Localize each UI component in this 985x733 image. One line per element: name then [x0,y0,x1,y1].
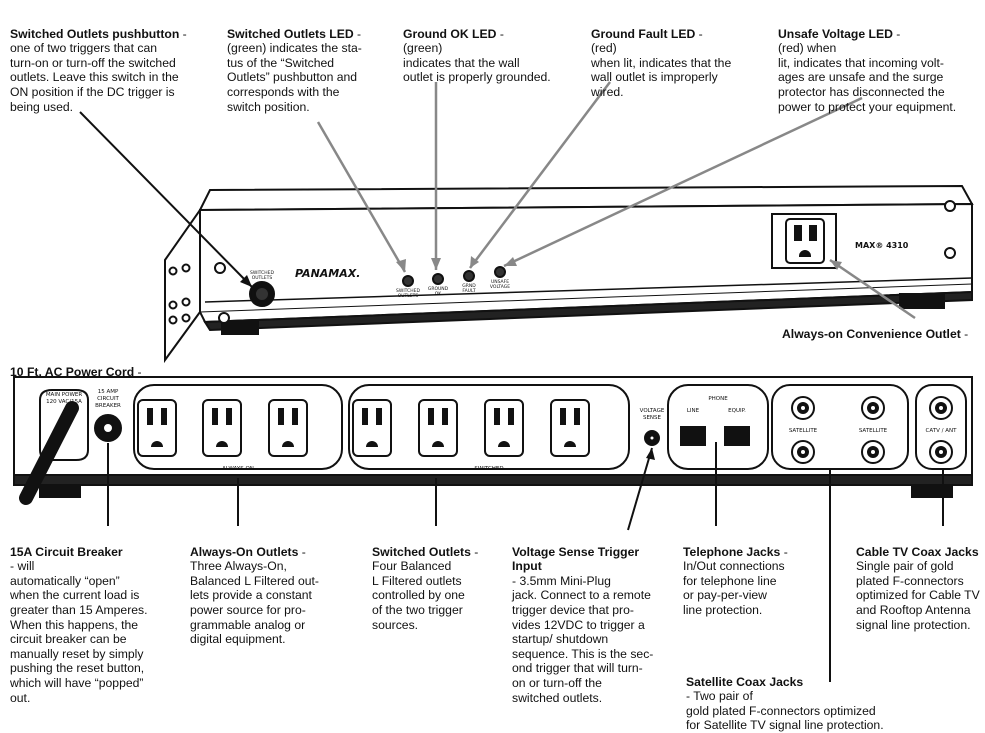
front-brand: PANAMAX. [295,267,360,280]
rear-always-on-label: ALWAYS ON [222,466,254,472]
rear-catv-label: CATV / ANT [926,428,958,434]
coax-jack [791,396,815,420]
front-unit [164,184,974,364]
callout-voltage-sense: Voltage Sense Trigger Input - 3.5mm Mini… [512,530,677,705]
callout-title: Unsafe Voltage LED [778,26,893,41]
callout-switched-outlets: Switched Outlets - Four Balanced L Filte… [372,544,479,632]
front-led-label: SWITCHED [396,288,420,294]
callout-title: Cable TV Coax Jacks [856,544,979,559]
callout-body: - 3.5mm Mini-Plug jack. Connect to a rem… [512,573,654,705]
callout-title: Telephone Jacks [683,544,781,559]
front-button-label: SWITCHED [250,270,274,276]
rear-breaker-line1: 15 AMP [98,389,119,395]
coax-jack [861,440,885,464]
outlet [352,399,392,457]
callout-title: 15A Circuit Breaker [10,544,123,559]
callout-body: (green) indicates the sta- tus of the “S… [227,41,362,114]
rear-breaker-line2: CIRCUIT [97,396,119,402]
callout-title: Ground Fault LED [591,26,696,41]
pointer-lines [316,81,916,320]
callout-telephone: Telephone Jacks - In/Out connections for… [683,544,788,617]
coax-jack [861,396,885,420]
callout-power-cord: 10 Ft. AC Power Cord - [10,364,142,379]
outlet [137,399,177,457]
rear-line-label: LINE [687,408,700,414]
callout-title: Switched Outlets [372,544,471,559]
callout-ground-ok: Ground OK LED - (green) indicates that t… [403,26,551,85]
rear-breaker-line3: BREAKER [95,403,121,409]
callout-unsafe-voltage: Unsafe Voltage LED - (red) when lit, ind… [778,26,957,114]
callout-body: Four Balanced L Filtered outlets control… [372,559,465,632]
callout-body: (red) when lit, indicates that incoming … [778,41,957,114]
front-led-label: OUTLETS [398,293,419,299]
rear-outlets [137,399,590,457]
rear-voltage-sense-line2: SENSE [643,415,662,421]
callout-title: Always-On Outlets [190,544,299,559]
callout-satellite: Satellite Coax Jacks - Two pair of gold … [686,660,983,733]
rear-main-power-line2: 120 VAC/15A [46,399,82,405]
front-led-label: GRND [462,283,476,289]
callout-circuit-breaker: 15A Circuit Breaker - will automatically… [10,530,180,705]
callout-switched-pushbutton: Switched Outlets pushbutton - one of two… [10,26,187,114]
callout-body: Three Always-On, Balanced L Filtered out… [190,559,319,647]
callout-cable-tv: Cable TV Coax Jacks Single pair of gold … [856,530,983,632]
coax-jack [791,440,815,464]
callout-body: - will automatically “open” when the cur… [10,559,148,705]
callout-title: Voltage Sense Trigger Input [512,544,640,574]
rear-satellite-label-right: SATELLITE [859,428,888,434]
rear-equip-label: EQUIP. [728,408,746,414]
callout-ground-fault: Ground Fault LED - (red) when lit, indic… [591,26,732,99]
power-cord [19,401,79,505]
rear-switched-label: SWITCHED [474,466,503,472]
callout-title: Switched Outlets LED [227,26,354,41]
outlet [268,399,308,457]
callout-body: (green) indicates that the wall outlet i… [403,41,551,85]
callout-body: Single pair of gold plated F-connectors … [856,559,980,632]
front-model: MAX® 4310 [855,241,909,250]
callout-body: one of two triggers that can turn-on or … [10,41,179,114]
outlet [418,399,458,457]
rear-voltage-sense-line1: VOLTAGE [640,408,665,414]
coax-jacks [791,396,953,464]
front-button-label: OUTLETS [252,275,273,281]
coax-jack [929,440,953,464]
front-led-label: UNSAFE [491,279,509,285]
outlet [202,399,242,457]
callout-always-on: Always-On Outlets - Three Always-On, Bal… [190,544,319,647]
coax-jack [929,396,953,420]
front-led-label: FAULT [462,288,475,294]
front-led-label: GROUND [428,286,449,292]
callout-title: 10 Ft. AC Power Cord [10,364,135,379]
callout-convenience-outlet: Always-on Convenience Outlet - [782,326,969,341]
diagram-art: PANAMAX. MAX® 4310 MAIN POWER 120 VAC/15 [13,81,974,682]
front-led-label: OK [435,291,443,297]
callout-title: Satellite Coax Jacks [686,674,804,689]
callout-switched-led: Switched Outlets LED - (green) indicates… [227,26,362,114]
callout-title: Always-on Convenience Outlet [782,326,961,341]
front-led-label: VOLTAGE [490,284,510,290]
callout-body: In/Out connections for telephone line or… [683,559,785,617]
callout-body: (red) when lit, indicates that the wall … [591,41,732,99]
rear-phone-label: PHONE [708,396,728,402]
callout-title: Switched Outlets pushbutton [10,26,180,41]
black-pointers [79,111,944,682]
outlet [550,399,590,457]
callout-title: Ground OK LED [403,26,497,41]
rear-satellite-label-left: SATELLITE [789,428,818,434]
rear-main-power-line1: MAIN POWER [46,392,83,398]
outlet [484,399,524,457]
